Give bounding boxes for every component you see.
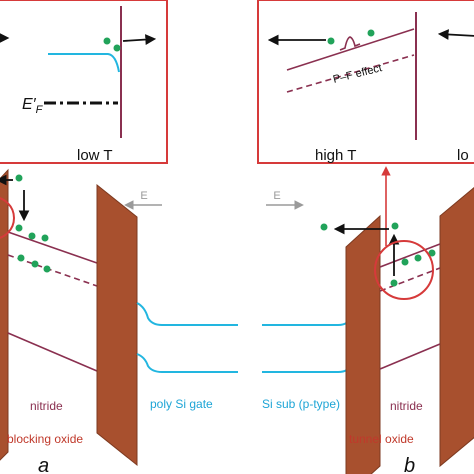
highlight-circle-icon: [374, 240, 434, 300]
emission-arrow-partial: [437, 29, 474, 40]
electron-icon: [17, 254, 25, 262]
nitride-band-dashed: [379, 267, 441, 292]
tunnel-oxide-slab: [345, 214, 381, 474]
inset-left-band-curve: [48, 53, 120, 73]
tunnel-oxide-label: tunnel oxide: [349, 432, 414, 446]
electron-icon: [391, 222, 399, 230]
panel-b: E Si sub (p-type) nitride tunnel oxide b: [262, 187, 474, 474]
electron-icon: [401, 258, 409, 266]
inset-right-trap-well: [339, 36, 361, 51]
electron-icon: [31, 260, 39, 268]
inset-left-caption: low T: [77, 147, 113, 164]
fermi-level-label: E′F: [22, 96, 44, 116]
electron-icon: [28, 232, 36, 240]
electron-icon: [320, 223, 328, 231]
emission-arrow-icon: [122, 34, 157, 45]
field-label: E: [140, 190, 147, 202]
panel-b-blocking-slab: [439, 187, 474, 468]
nitride-band-upper: [7, 231, 98, 264]
nitride-label: nitride: [30, 399, 63, 413]
blocking-oxide-label: blocking oxide: [7, 432, 83, 446]
panel-a: E nitride poly Si gate blocking oxide a: [0, 168, 238, 474]
poly-si-band-lower: [136, 353, 238, 373]
inset-right: P–F effect high T lo: [257, 0, 474, 164]
inset-right-band-solid: [286, 28, 415, 71]
highlight-circle-icon: [0, 197, 15, 239]
electron-icon: [428, 249, 436, 257]
electron-icon: [390, 279, 398, 287]
electron-icon: [414, 254, 422, 262]
nitride-band-lower: [7, 332, 98, 372]
inset-right-caption-low: lo: [457, 147, 469, 164]
inset-left-frame: [0, 0, 168, 164]
electron-icon: [367, 29, 375, 37]
field-label: E: [273, 190, 280, 202]
electron-icon: [103, 37, 111, 45]
electron-icon: [15, 224, 23, 232]
inset-right-frame: [257, 0, 474, 164]
electron-icon: [41, 234, 49, 242]
blocking-oxide-slab: [0, 168, 9, 461]
panel-letter-b: b: [404, 455, 415, 474]
inset-right-caption-high: high T: [315, 147, 356, 164]
nitride-label: nitride: [390, 399, 423, 413]
poly-si-gate-label: poly Si gate: [150, 397, 213, 411]
panel-a-oxide-slab: [96, 183, 138, 467]
panel-letter-a: a: [38, 455, 49, 474]
si-sub-label: Si sub (p-type): [262, 397, 340, 411]
inset-right-band-dashed: [286, 54, 415, 93]
electron-icon: [327, 37, 335, 45]
nitride-band-lower: [379, 343, 441, 370]
electron-icon: [43, 265, 51, 273]
nitride-band-upper: [379, 243, 441, 268]
electron-icon: [113, 44, 121, 52]
poly-si-band-upper: [136, 302, 238, 326]
electron-icon: [15, 174, 23, 182]
inset-left: E′F low T: [0, 0, 168, 164]
